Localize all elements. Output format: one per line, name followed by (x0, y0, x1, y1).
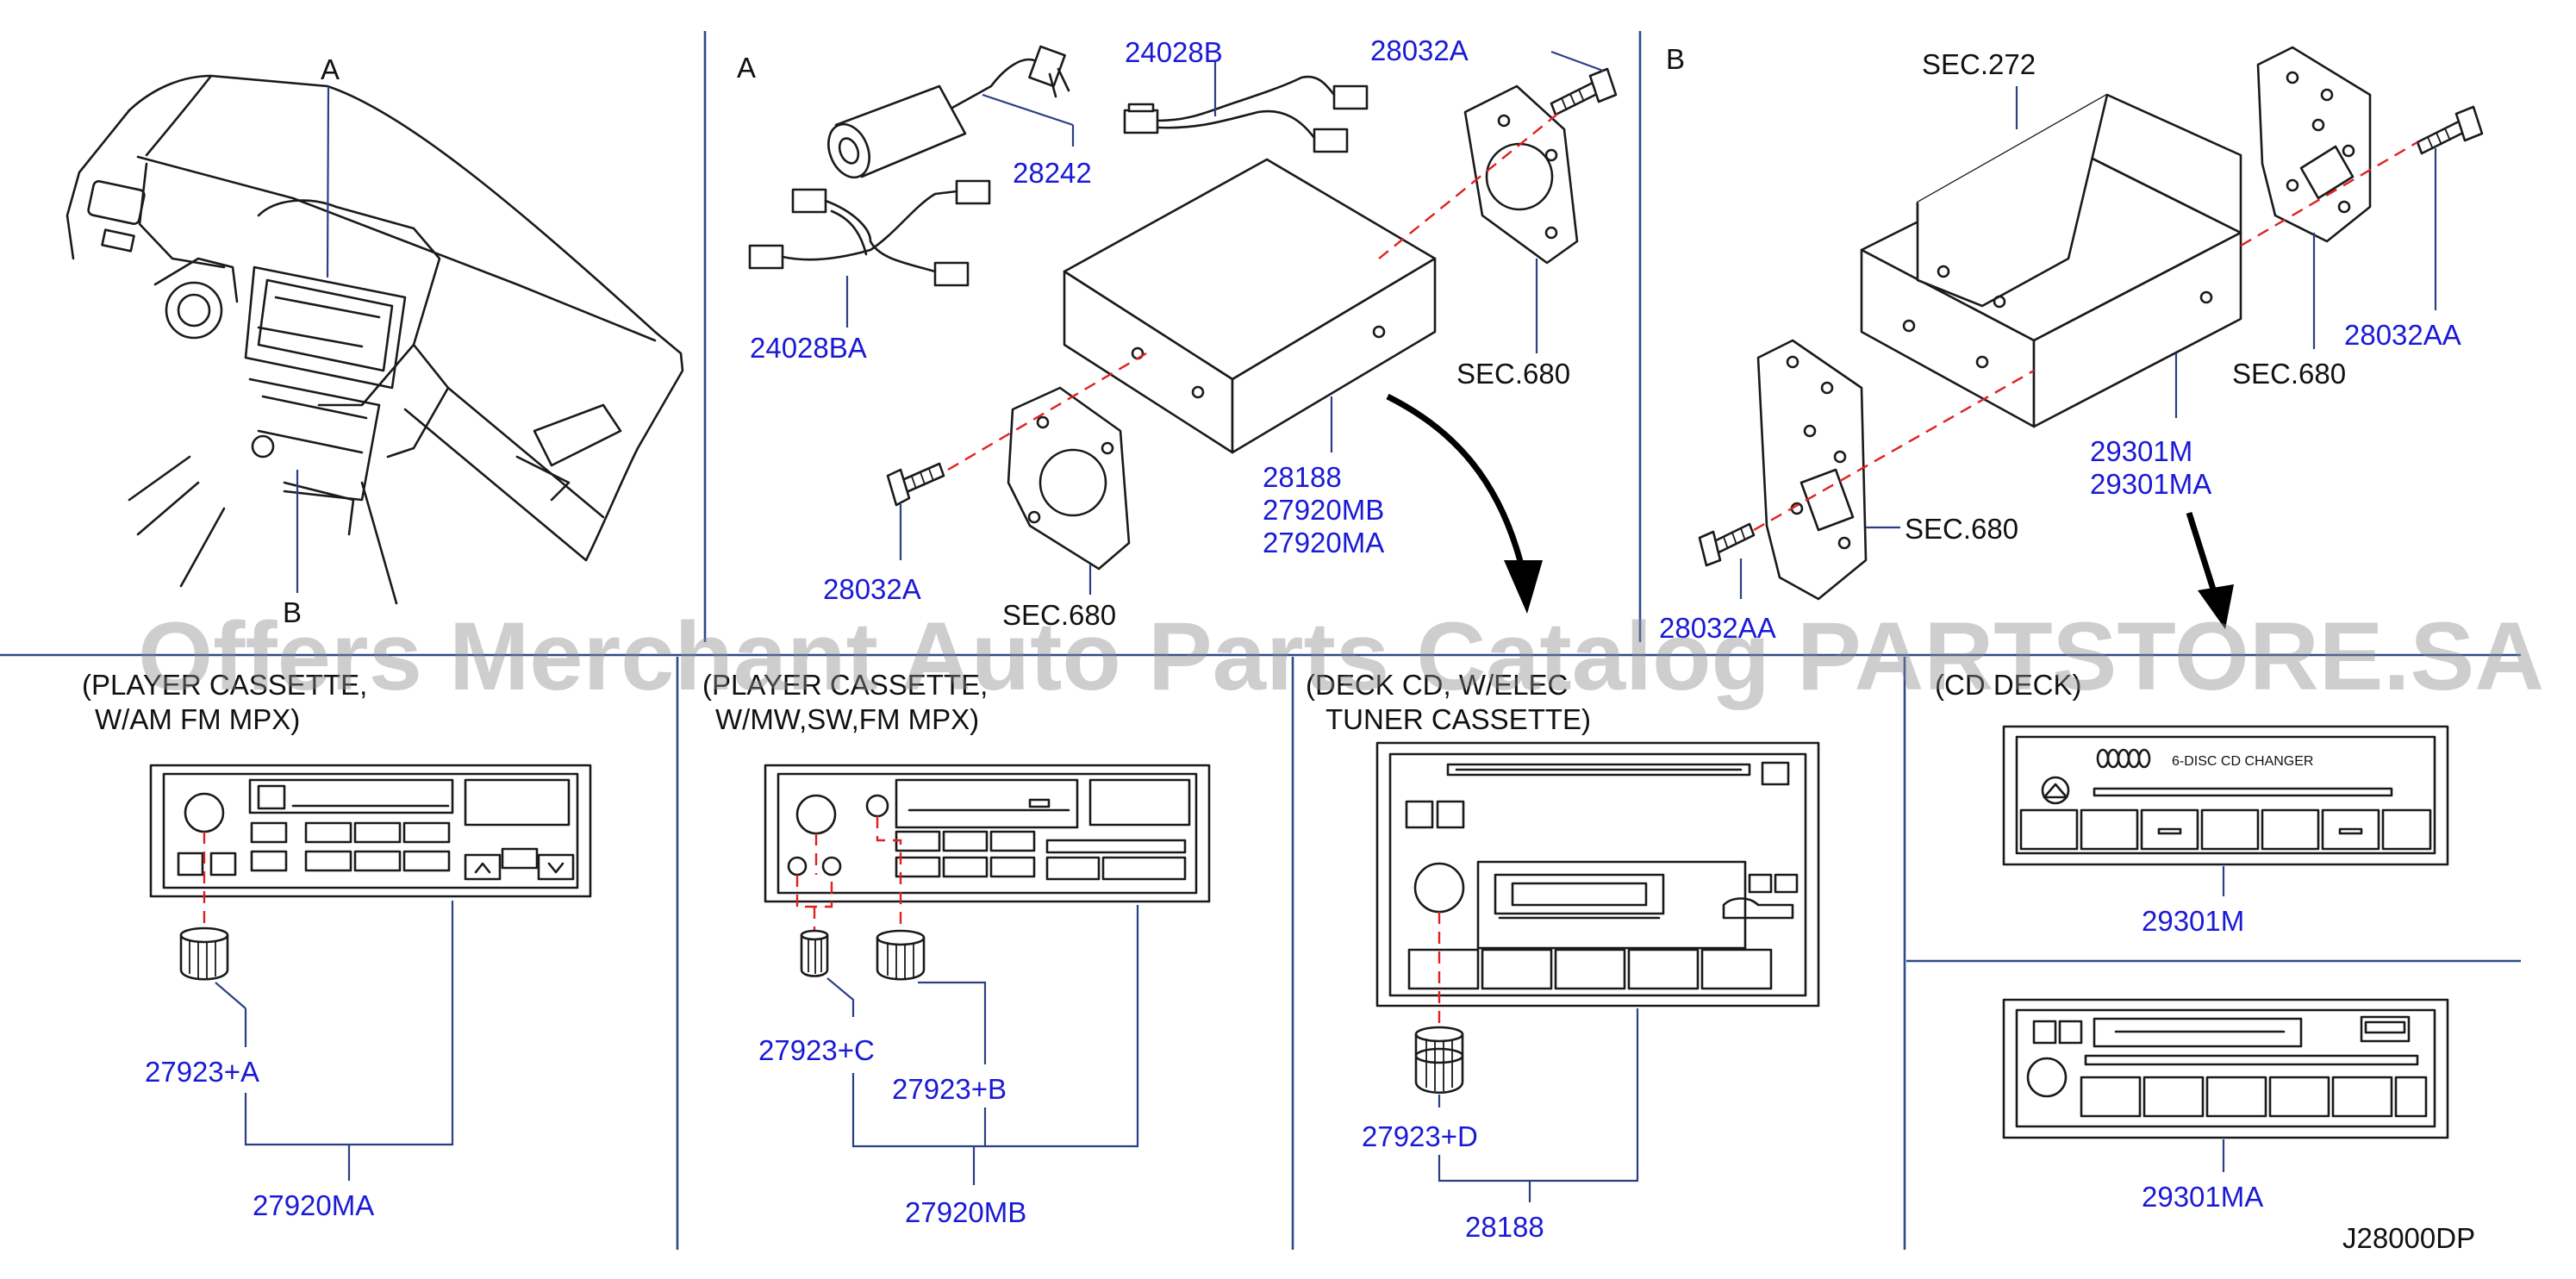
part-27920mb[interactable]: 27920MB (905, 1196, 1026, 1228)
section-b: B SEC.272 29301M 29301MA (1659, 43, 2484, 644)
sec272-label: SEC.272 (1922, 48, 2036, 80)
radio2-title-2: W/MW,SW,FM MPX) (715, 703, 979, 735)
harness-24028ba (748, 179, 991, 287)
part-28242[interactable]: 28242 (1013, 157, 1092, 189)
radio3-title-2: TUNER CASSETTE) (1325, 703, 1591, 735)
part-24028ba[interactable]: 24028BA (750, 332, 867, 364)
cd-deck-changer: (CD DECK) 6-DISC CD CHANGER (1935, 669, 2449, 866)
part-28032a-bottom[interactable]: 28032A (823, 573, 921, 605)
part-29301m-b[interactable]: 29301M (2090, 435, 2192, 467)
radio4-title: (CD DECK) (1935, 669, 2082, 701)
part-28188[interactable]: 28188 (1465, 1211, 1544, 1243)
radio-1: (PLAYER CASSETTE, W/AM FM MPX) (82, 669, 592, 981)
part-27923-b[interactable]: 27923+B (892, 1073, 1007, 1105)
radio-3: (DECK CD, W/ELEC TUNER CASSETTE) (1306, 669, 1820, 1095)
callout-b: B (283, 596, 302, 628)
sec680-label-b-right: SEC.680 (2232, 358, 2346, 390)
screw-b-right (2416, 105, 2484, 155)
part-27920mb-a[interactable]: 27920MB (1263, 494, 1384, 526)
sec680-label-a-lower: SEC.680 (1002, 599, 1116, 631)
antenna-amplifier (827, 45, 1070, 179)
screw-b-left (1698, 522, 1756, 567)
radio3-title-1: (DECK CD, W/ELEC (1306, 669, 1568, 701)
part-28032aa-right[interactable]: 28032AA (2344, 319, 2461, 351)
callout-a: A (321, 53, 340, 85)
harness-24028b (1123, 75, 1369, 153)
watermark-text: Offers Merchant Auto Parts Catalog PARTS… (138, 602, 2544, 710)
part-28032aa-left[interactable]: 28032AA (1659, 612, 1776, 644)
diagram-code: J28000DP (2342, 1222, 2475, 1254)
radio-2: (PLAYER CASSETTE, W/MW,SW,FM MPX) (702, 669, 1211, 981)
part-29301ma[interactable]: 29301MA (2142, 1181, 2263, 1213)
section-b-label: B (1666, 43, 1685, 75)
section-a: A 28242 24028B (737, 34, 1618, 631)
dashboard-illustration: A B (65, 53, 684, 628)
sec680-label-b-left: SEC.680 (1905, 513, 2018, 545)
part-28032a-top[interactable]: 28032A (1370, 34, 1469, 66)
bracket-b-right (2256, 46, 2372, 243)
bracket-upper (1463, 84, 1579, 265)
radio1-title-2: W/AM FM MPX) (95, 703, 300, 735)
screw-lower (886, 462, 945, 507)
screw-upper (1550, 67, 1618, 116)
arrows (1386, 393, 2234, 629)
part-28188-a[interactable]: 28188 (1263, 461, 1342, 493)
part-24028b[interactable]: 24028B (1125, 36, 1223, 68)
cd-changer-box (1860, 93, 2242, 428)
sec680-label-a-upper: SEC.680 (1456, 358, 1570, 390)
section-a-label: A (737, 52, 756, 84)
bracket-lower (1007, 386, 1131, 571)
amplifier-box (1063, 158, 1437, 454)
bracket-b-left (1756, 339, 1868, 601)
part-29301ma-b[interactable]: 29301MA (2090, 468, 2211, 500)
part-27920ma-a[interactable]: 27920MA (1263, 527, 1384, 558)
part-27923-d[interactable]: 27923+D (1362, 1120, 1478, 1152)
part-29301m[interactable]: 29301M (2142, 905, 2244, 937)
section-dividers (0, 31, 2521, 1250)
part-27923-c[interactable]: 27923+C (758, 1034, 875, 1066)
cd-changer-brand: 6-DISC CD CHANGER (2172, 754, 2313, 769)
cd-deck-single (2002, 998, 2449, 1139)
part-27923-a[interactable]: 27923+A (145, 1056, 259, 1088)
part-27920ma[interactable]: 27920MA (253, 1189, 374, 1221)
radio2-title-1: (PLAYER CASSETTE, (702, 669, 988, 701)
radio1-title-1: (PLAYER CASSETTE, (82, 669, 367, 701)
